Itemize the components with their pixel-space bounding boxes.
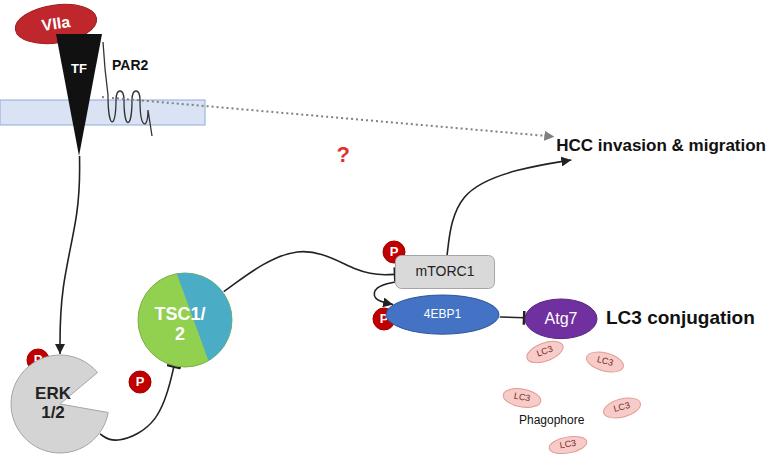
lc3-ellipse: LC3: [583, 347, 627, 377]
lc3-ellipse-text: LC3: [513, 392, 531, 405]
text-holder: TSC1/ 2: [137, 272, 233, 368]
lc3-ellipse-text: LC3: [596, 355, 615, 369]
inhibition-connector: [224, 252, 395, 292]
text-holder: LC3: [600, 393, 644, 423]
ellipse-shape: [584, 348, 625, 375]
lc3-ellipse-text: LC3: [613, 401, 632, 415]
protein-ellipse-text: 4EBP1: [424, 308, 461, 321]
ellipse-shape: [502, 386, 543, 410]
wedge-shape: [56, 34, 102, 156]
cell-membrane: [0, 100, 205, 125]
rounded-rect-shape: [396, 256, 495, 289]
lc3-ellipse: LC3: [600, 393, 644, 423]
ellipse-shape: [386, 295, 499, 334]
lc3-ellipse-text: LC3: [559, 439, 577, 452]
text-holder: TF: [56, 34, 102, 156]
arrow-connector: [374, 282, 395, 304]
text-holder: LC3: [583, 347, 627, 377]
receptor-wedge: TF: [56, 34, 102, 156]
complex-box: mTORC1: [395, 255, 495, 289]
text-holder: ERK 1/2: [10, 354, 110, 454]
complex-circle: TSC1/ 2: [137, 272, 233, 368]
edge-label: ?: [336, 143, 349, 167]
ellipse-shape: [524, 337, 566, 367]
receptor-wedge-text: TF: [71, 62, 87, 76]
process-label: LC3 conjugation: [606, 308, 755, 329]
text-holder: LC3: [547, 433, 590, 458]
lc3-ellipse: LC3: [501, 385, 544, 412]
complex-box-text: mTORC1: [416, 264, 475, 279]
protein-ellipse: Atg7: [524, 298, 598, 340]
outcome-text-box-text: HCC invasion & migration: [556, 137, 766, 156]
outcome-text-box: HCC invasion & migration: [554, 132, 768, 160]
ellipse-shape: [525, 299, 597, 339]
phospho-circle: P: [128, 370, 152, 394]
inhibition-connector: [100, 367, 174, 440]
text-holder: 4EBP1: [385, 294, 500, 335]
lc3-ellipse-text: LC3: [536, 345, 555, 360]
text-holder: mTORC1: [395, 255, 495, 289]
protein-ellipse: 4EBP1: [385, 294, 500, 335]
protein-ellipse-text: Atg7: [545, 310, 578, 328]
text-holder: P: [128, 370, 152, 394]
arrow-connector: [60, 156, 80, 354]
lc3-ellipse: LC3: [523, 336, 567, 368]
ellipse-shape: [548, 434, 588, 456]
pacman-shape: [11, 355, 108, 453]
structure-label: Phagophore: [519, 414, 584, 427]
text-holder: LC3: [501, 385, 544, 412]
ligand-ellipse-text: VIIa: [41, 13, 72, 34]
text-holder: LC3: [523, 336, 567, 368]
dotted-arrow: [102, 97, 554, 137]
phospho-circle-text: P: [136, 375, 145, 389]
ellipse-shape: [601, 394, 642, 421]
par2-receptor-squiggle: [103, 42, 152, 136]
receptor-wedge-outline: [56, 34, 102, 156]
complex-circle-text: TSC1/ 2: [150, 305, 210, 345]
text-holder: Atg7: [524, 298, 598, 340]
lc3-ellipse: LC3: [547, 433, 590, 458]
circle-shape: [138, 273, 232, 367]
text-holder: HCC invasion & migration: [554, 132, 768, 160]
receptor-label: PAR2: [112, 58, 148, 73]
inhibition-connector: [500, 316, 524, 318]
ellipse-shape: [129, 371, 151, 393]
arrow-connector: [447, 160, 571, 255]
kinase-pacman: ERK 1/2: [10, 354, 110, 454]
kinase-pacman-text: ERK 1/2: [31, 385, 75, 422]
